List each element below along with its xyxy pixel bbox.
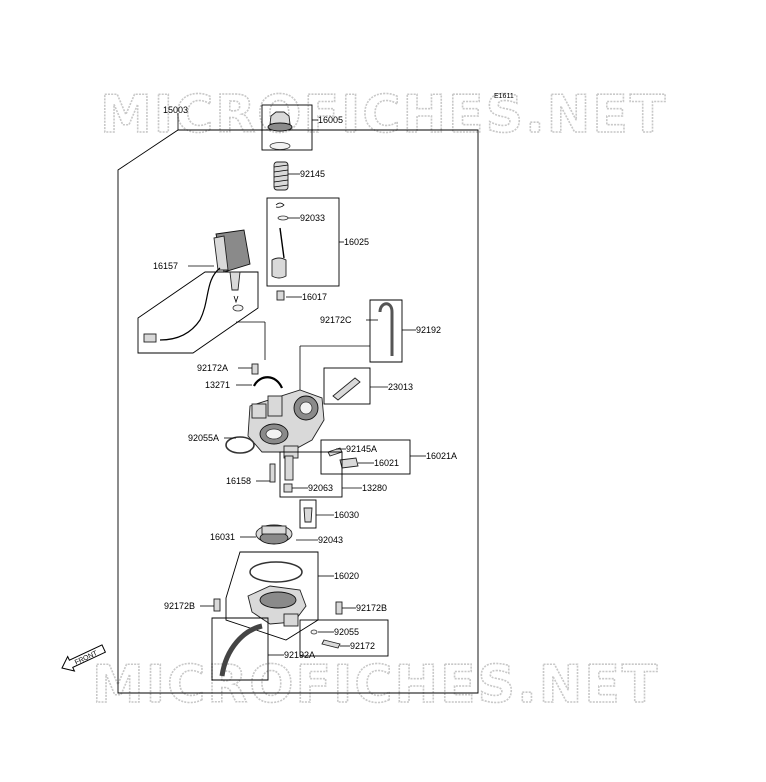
gasket-16005 [269, 142, 291, 150]
label-92172B-right: 92172B [356, 603, 387, 613]
label-92192: 92192 [416, 325, 441, 335]
label-16158: 16158 [226, 476, 251, 486]
jet-92063 [283, 483, 293, 493]
oring-92055 [310, 629, 318, 635]
label-15003: 15003 [163, 105, 188, 115]
float-chamber [247, 585, 307, 627]
watermark-bottom: MICROFICHES.NET [92, 655, 659, 715]
label-16005: 16005 [318, 115, 343, 125]
label-16021: 16021 [374, 458, 399, 468]
spring-92145 [273, 161, 289, 191]
screw-23013 [332, 377, 361, 401]
label-92145A: 92145A [346, 444, 377, 454]
hose-92192A [219, 623, 263, 677]
label-92172B-left: 92172B [164, 601, 195, 611]
box-92192 [369, 299, 403, 363]
gasket-float-chamber [249, 561, 303, 583]
box-16030 [299, 499, 317, 529]
label-16020: 16020 [334, 571, 359, 581]
label-92172C: 92172C [320, 315, 352, 325]
screw-92172A [251, 363, 259, 375]
label-92172: 92172 [350, 641, 375, 651]
choke-wire [159, 267, 221, 341]
needle-16030 [303, 507, 313, 523]
choke-tip [233, 295, 239, 304]
choke-oring [232, 304, 244, 312]
label-92192A: 92192A [284, 650, 315, 660]
cap-16005 [269, 111, 291, 125]
label-16031: 16031 [210, 532, 235, 542]
plate-13271 [253, 376, 284, 389]
emulsion-tube [284, 455, 294, 481]
assembly-outline [117, 129, 479, 694]
box-16005 [261, 104, 313, 151]
box-92055 [299, 619, 389, 657]
box-23013 [323, 367, 371, 405]
label-16021A: 16021A [426, 451, 457, 461]
label-16030: 16030 [334, 510, 359, 520]
label-13280: 13280 [362, 483, 387, 493]
screw-16021 [339, 457, 359, 469]
label-16025: 16025 [344, 237, 369, 247]
washer-92033 [277, 215, 289, 221]
clip-icon [275, 202, 285, 208]
box-92192A [211, 617, 269, 681]
label-16017: 16017 [302, 292, 327, 302]
watermark-top: MICROFICHES.NET [100, 85, 667, 145]
jet-16017 [276, 290, 285, 301]
box-16021A [320, 439, 411, 475]
jet-16158 [269, 463, 276, 483]
screw-92172 [321, 639, 341, 649]
carburetor-body [247, 389, 325, 459]
label-92172A: 92172A [197, 363, 228, 373]
label-23013: 23013 [388, 382, 413, 392]
label-16157: 16157 [153, 261, 178, 271]
piston-valve [271, 257, 287, 279]
label-92145: 92145 [300, 169, 325, 179]
label-92063: 92063 [308, 483, 333, 493]
jet-needle [279, 227, 285, 259]
screw-92172B-right [335, 601, 343, 615]
cap-base [267, 122, 293, 132]
label-92033: 92033 [300, 213, 325, 223]
float-16031 [255, 524, 293, 545]
wire-connector [143, 333, 157, 343]
label-92055A: 92055A [188, 433, 219, 443]
box-13280 [279, 451, 343, 498]
ref-code: E1611 [494, 93, 514, 100]
label-13271: 13271 [205, 380, 230, 390]
label-92043: 92043 [318, 535, 343, 545]
oring-92055A [225, 436, 255, 454]
box-16157 [137, 271, 259, 354]
screw-92172B-left [213, 598, 221, 612]
choke-plunger [229, 271, 241, 291]
choke-side [213, 235, 229, 271]
hose-92192 [378, 302, 394, 356]
label-92055: 92055 [334, 627, 359, 637]
